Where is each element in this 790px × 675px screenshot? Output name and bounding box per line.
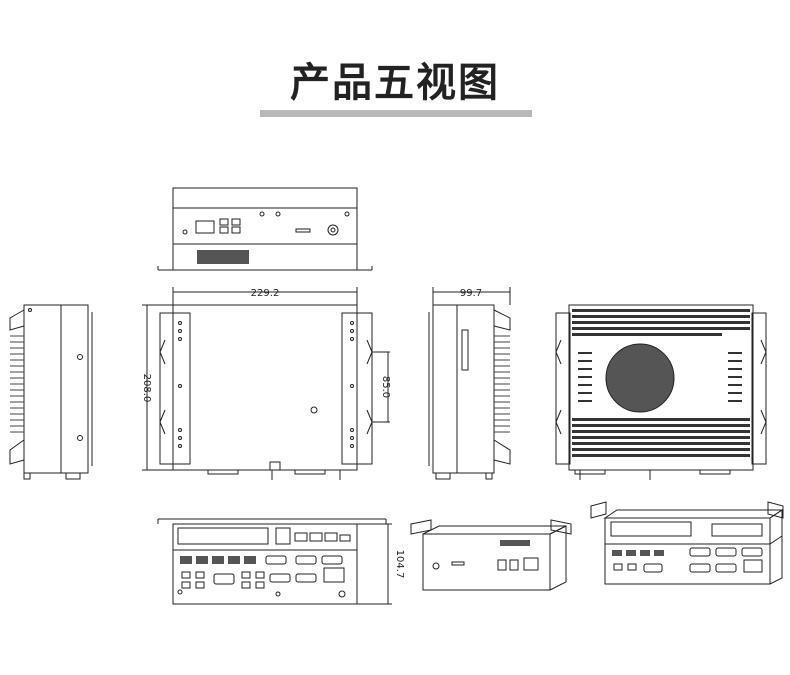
dim-mount-spacing-label: 85.0 (380, 376, 391, 398)
dim-width-label: 229.2 (251, 288, 280, 299)
isometric-view-rear (590, 501, 784, 585)
left-side-view (9, 304, 93, 480)
dim-front-height-lines (357, 523, 392, 605)
isometric-view-front (410, 519, 572, 591)
top-view (157, 187, 373, 271)
front-view (555, 304, 767, 480)
dim-height-lines (142, 304, 173, 471)
title-underline (260, 110, 532, 117)
dim-mount-lines (372, 351, 390, 423)
main-view (159, 304, 373, 480)
dim-depth-label: 99.7 (460, 288, 482, 299)
dim-depth-lines (432, 287, 511, 305)
page-title: 产品五视图 (290, 60, 500, 106)
right-side-view (428, 304, 511, 480)
dim-height-label: 208.0 (141, 374, 152, 403)
dim-front-height-label: 104.7 (394, 550, 405, 579)
dim-width-lines (172, 287, 358, 305)
rear-panel-view (157, 518, 387, 605)
